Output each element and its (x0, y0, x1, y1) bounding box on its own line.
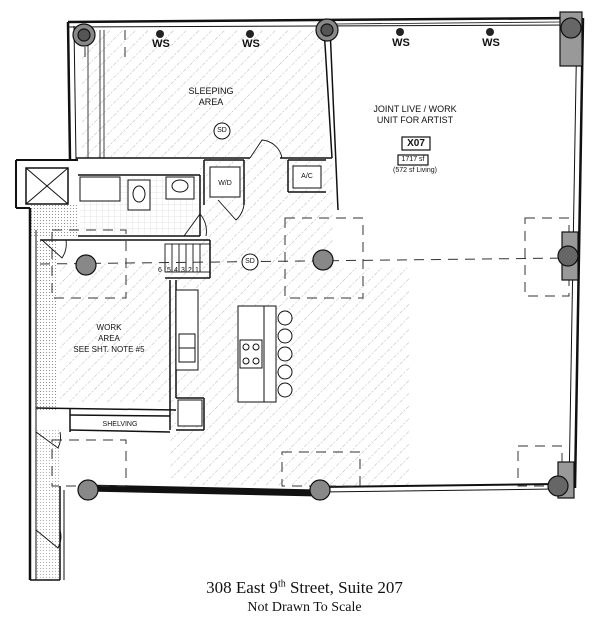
stair-number: 5 (167, 267, 171, 274)
stair-number: 4 (174, 267, 178, 274)
work-area-note: SEE SHT. NOTE #5 (73, 345, 145, 354)
address-superscript: th (277, 578, 286, 590)
work-area-line2: AREA (98, 334, 120, 343)
column-icon (309, 479, 331, 501)
address-prefix: 308 East 9 (206, 578, 278, 597)
unit-title-line2: UNIT FOR ARTIST (376, 115, 454, 125)
elevator-shaft (25, 167, 69, 205)
stippled-entry-floor (30, 204, 78, 238)
bar-stools (277, 310, 293, 398)
window-mullions (87, 21, 561, 158)
work-area-label: WORK AREA SEE SHT. NOTE #5 (66, 322, 152, 355)
stair-number: 6 (158, 267, 162, 274)
column-icon (77, 479, 99, 501)
sleeping-area-line1: SLEEPING (188, 86, 234, 96)
column-icon (559, 11, 583, 67)
unit-title: JOINT LIVE / WORK UNIT FOR ARTIST (360, 104, 470, 126)
workstation-label: WS (152, 38, 170, 50)
column-icon (75, 254, 97, 276)
sleeping-area-line2: AREA (198, 97, 224, 107)
column-icon (557, 231, 579, 281)
unit-living-area: (572 sf Living) (393, 167, 437, 174)
workstation-label: WS (482, 37, 500, 49)
kitchen-island (237, 305, 277, 403)
sink-icon (171, 179, 189, 193)
workstation-label: WS (392, 37, 410, 49)
column-icon (312, 249, 334, 271)
smoke-detector-icons (213, 122, 259, 271)
address-suffix: Street, Suite 207 (285, 578, 403, 597)
appliance-boxes (209, 165, 322, 198)
unit-title-line1: JOINT LIVE / WORK (373, 104, 457, 114)
stippled-hall-floor (36, 430, 60, 580)
stippled-wall-strip (36, 240, 58, 410)
smoke-detector-label: SD (217, 127, 227, 134)
unit-area: 1717 sf (401, 156, 425, 163)
kitchen-counter (175, 289, 203, 427)
scale-note: Not Drawn To Scale (247, 600, 362, 615)
bathroom-fixtures (79, 176, 195, 211)
work-area-line1: WORK (96, 323, 122, 332)
stair-number: 2 (188, 267, 192, 274)
column-icon (547, 461, 575, 499)
workstation-markers (156, 28, 494, 38)
address-caption: 308 East 9th Street, Suite 207 (0, 578, 609, 598)
stair-number: 1 (195, 267, 199, 274)
washer-dryer-label: W/D (218, 180, 232, 187)
column-icon (315, 18, 339, 42)
workstation-label: WS (242, 38, 260, 50)
sleeping-area-label: SLEEPING AREA (184, 86, 238, 108)
door-swings (35, 139, 283, 549)
unit-number-box (397, 136, 431, 166)
shelving-label: SHELVING (102, 421, 138, 428)
smoke-detector-label: SD (245, 258, 255, 265)
cooktop-icon (239, 339, 263, 369)
stair-number: 3 (181, 267, 185, 274)
toilet-icon (132, 185, 146, 203)
stair-treads (164, 243, 211, 273)
column-icon (72, 23, 96, 47)
unit-number: X07 (407, 138, 425, 149)
structural-columns (72, 11, 583, 501)
ac-label: A/C (301, 173, 313, 180)
